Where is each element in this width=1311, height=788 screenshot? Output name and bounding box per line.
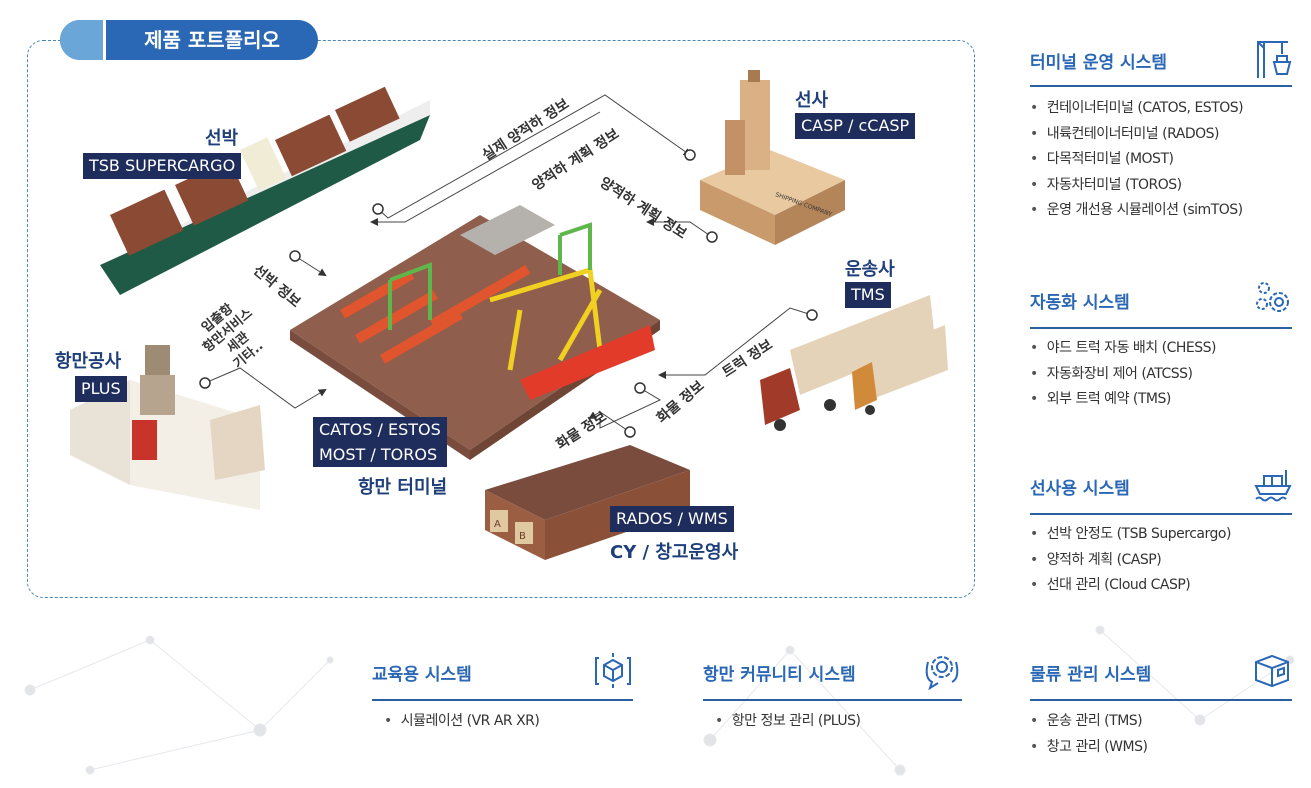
list-item: 내륙컨테이너터미널 (RADOS) <box>1030 122 1292 148</box>
terminal-product-1: CATOS / ESTOS <box>313 417 447 442</box>
shipping-company-label: 선사 <box>795 90 829 111</box>
list-item: 시뮬레이션 (VR AR XR) <box>384 709 633 735</box>
transport-product-tag: TMS <box>845 282 891 308</box>
section-title: 터미널 운영 시스템 <box>1030 53 1167 73</box>
section-title: 자동화 시스템 <box>1030 293 1130 313</box>
list-item: 선대 관리 (Cloud CASP) <box>1030 573 1292 599</box>
box-icon <box>1255 654 1289 688</box>
section-title: 교육용 시스템 <box>372 665 472 685</box>
list-item: 항만 정보 관리 (PLUS) <box>715 709 962 735</box>
section-education: 교육용 시스템 시뮬레이션 (VR AR XR) <box>372 648 633 735</box>
terminal-product-tag: CATOS / ESTOS MOST / TOROS <box>313 417 447 467</box>
gear-chat-icon <box>925 656 959 690</box>
cube-icon <box>595 653 631 688</box>
list-item: 다목적터미널 (MOST) <box>1030 147 1292 173</box>
list-item: 야드 트럭 자동 배치 (CHESS) <box>1030 336 1292 362</box>
connector-dots <box>199 149 818 438</box>
ship-product-tag: TSB SUPERCARGO <box>83 153 242 179</box>
section-terminal: 터미널 운영 시스템 컨테이너터미널 (CATOS, ESTOS) 내륙컨테이너… <box>1030 38 1292 224</box>
list-item: 창고 관리 (WMS) <box>1030 735 1292 761</box>
section-divider <box>1030 513 1292 515</box>
transport-label: 운송사 <box>845 259 895 280</box>
section-automation: 자동화 시스템 야드 트럭 자동 배치 (CHESS) 자동화장비 제어 (AT… <box>1030 276 1292 413</box>
title-accent <box>60 20 106 60</box>
terminal-product-2: MOST / TOROS <box>313 442 447 467</box>
section-title: 선사용 시스템 <box>1030 479 1130 499</box>
section-divider <box>1030 327 1292 329</box>
list-item: 운영 개선용 시뮬레이션 (simTOS) <box>1030 198 1292 224</box>
section-community: 항만 커뮤니티 시스템 항만 정보 관리 (PLUS) <box>703 648 962 735</box>
section-divider <box>703 699 962 701</box>
shipping-company-product-tag: CASP / cCASP <box>795 113 916 139</box>
list-item: 자동화장비 제어 (ATCSS) <box>1030 362 1292 388</box>
port-authority-label: 항만공사 <box>55 351 122 372</box>
port-authority-building-illustration <box>70 345 265 510</box>
section-divider <box>372 699 633 701</box>
list-item: 선박 안정도 (TSB Supercargo) <box>1030 522 1292 548</box>
warehouse-product-tag: RADOS / WMS <box>610 506 734 532</box>
container-ship-illustration <box>100 86 430 295</box>
gears-icon <box>1256 282 1289 312</box>
list-item: 운송 관리 (TMS) <box>1030 709 1292 735</box>
trucks-illustration <box>760 295 948 431</box>
ship-label: 선박 <box>205 128 239 149</box>
portfolio-frame <box>27 40 975 598</box>
crane-ship-icon <box>1257 41 1292 78</box>
section-title: 항만 커뮤니티 시스템 <box>703 665 856 685</box>
warehouse-door-a: A <box>494 519 501 530</box>
section-logistics: 물류 관리 시스템 운송 관리 (TMS) 창고 관리 (WMS) <box>1030 648 1292 760</box>
section-shipping: 선사용 시스템 선박 안정도 (TSB Supercargo) 양적하 계획 (… <box>1030 462 1292 599</box>
section-title: 물류 관리 시스템 <box>1030 665 1152 685</box>
port-illustration: SHIPPING COMPANY A B <box>70 70 948 560</box>
list-item: 자동차터미널 (TOROS) <box>1030 173 1292 199</box>
section-divider <box>1030 699 1292 701</box>
terminal-label: 항만 터미널 <box>358 477 448 498</box>
list-item: 컨테이너터미널 (CATOS, ESTOS) <box>1030 96 1292 122</box>
list-item: 양적하 계획 (CASP) <box>1030 548 1292 574</box>
warehouse-label: CY / 창고운영사 <box>610 542 739 563</box>
warehouse-door-b: B <box>519 531 526 542</box>
port-authority-product-tag: PLUS <box>75 376 127 402</box>
list-item: 외부 트럭 예약 (TMS) <box>1030 387 1292 413</box>
shipping-company-building-illustration: SHIPPING COMPANY <box>700 70 845 245</box>
cargo-ship-icon <box>1254 470 1292 502</box>
section-divider <box>1030 85 1292 87</box>
page-title-text: 제품 포트폴리오 <box>144 28 280 52</box>
flow-connectors <box>204 94 813 433</box>
page-title: 제품 포트폴리오 <box>60 20 318 60</box>
